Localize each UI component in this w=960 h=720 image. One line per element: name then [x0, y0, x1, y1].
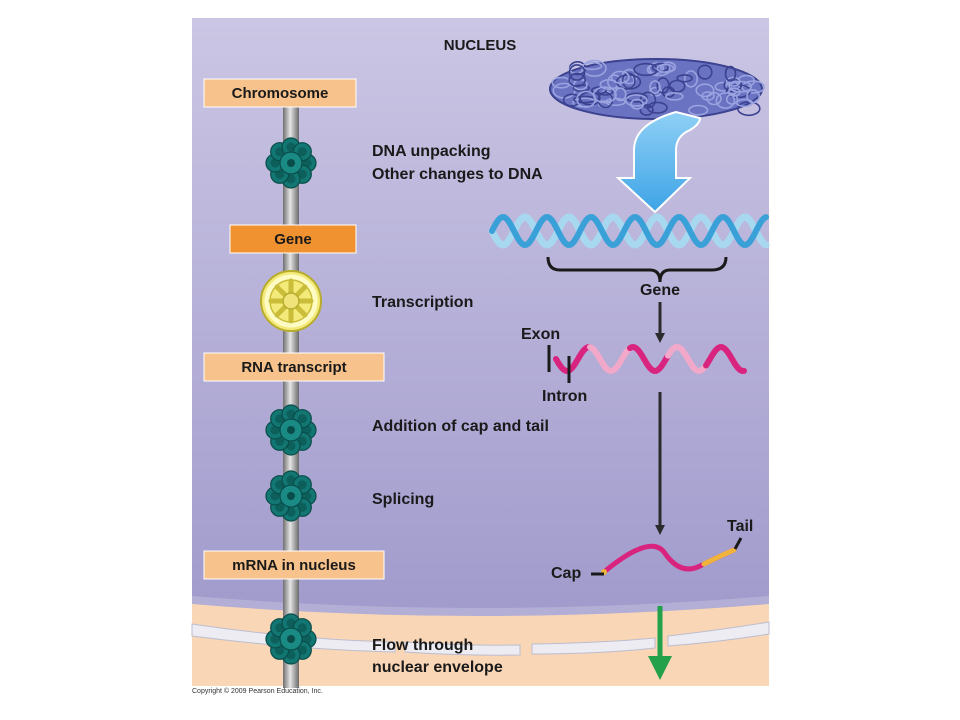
- chromosome-box: Chromosome: [203, 78, 357, 108]
- dna-double-helix: [488, 213, 770, 249]
- nucleosome-icon-4: [265, 613, 317, 665]
- chromatin-ball: [549, 58, 766, 120]
- cytoplasm-area: [192, 598, 769, 686]
- step-splicing: Splicing: [372, 491, 434, 508]
- gene-box: Gene: [229, 224, 357, 254]
- copyright-text: Copyright © 2009 Pearson Education, Inc.: [192, 688, 323, 695]
- cap-label: Cap: [551, 565, 581, 582]
- gene-box-label: Gene: [274, 231, 312, 248]
- chromosome-label: Chromosome: [232, 85, 329, 102]
- step-nuclear-envelope: nuclear envelope: [372, 659, 503, 676]
- mrna-in-nucleus-label: mRNA in nucleus: [232, 557, 356, 574]
- mature-mrna: [601, 543, 737, 575]
- page-title: NUCLEUS: [444, 37, 517, 54]
- tail-pointer: [733, 537, 743, 550]
- transcription-valve-icon: [260, 270, 322, 332]
- rna-transcript-box: RNA transcript: [203, 352, 385, 382]
- step-cap-tail: Addition of cap and tail: [372, 418, 549, 435]
- unpacking-arrow: [615, 110, 702, 214]
- step-flow-through: Flow through: [372, 637, 473, 654]
- step-dna-unpacking: DNA unpacking: [372, 143, 491, 160]
- export-arrow: [648, 606, 672, 680]
- pre-mrna-strand: [553, 344, 747, 374]
- gene-label: Gene: [640, 282, 680, 299]
- nuclear-envelope: [192, 596, 769, 616]
- nucleosome-icon-2: [265, 404, 317, 456]
- chromosome-rod: [283, 104, 299, 688]
- tail-label: Tail: [727, 518, 753, 535]
- exon-label: Exon: [521, 326, 560, 343]
- step-transcription: Transcription: [372, 294, 473, 311]
- nucleosome-icon-3: [265, 470, 317, 522]
- intron-label: Intron: [542, 388, 587, 405]
- gene-brace: [546, 256, 728, 283]
- step-other-changes: Other changes to DNA: [372, 166, 543, 183]
- rna-transcript-label: RNA transcript: [241, 359, 346, 376]
- nucleosome-icon-1: [265, 137, 317, 189]
- mrna-in-nucleus-box: mRNA in nucleus: [203, 550, 385, 580]
